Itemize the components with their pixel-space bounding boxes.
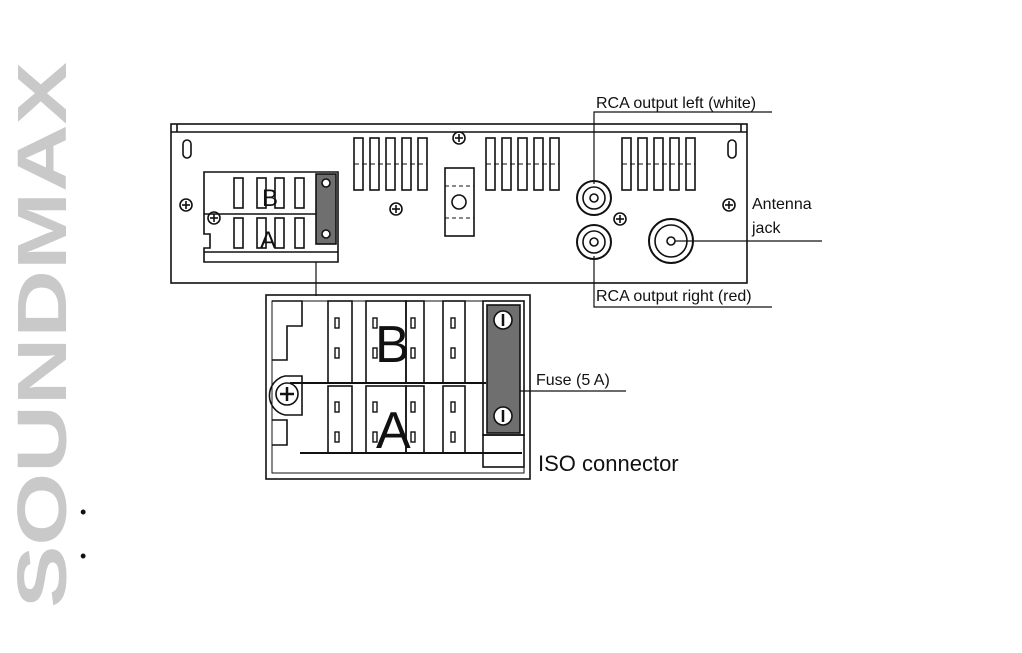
screw-icon-mid — [390, 203, 402, 215]
block-a-small-label: A — [260, 227, 276, 254]
rca-right-label: RCA output right (red) — [596, 288, 752, 306]
screw-icon-right — [723, 199, 735, 211]
screw-icon-large-connector — [269, 376, 302, 415]
block-b-large-label: B — [375, 316, 410, 374]
screw-icon-left — [180, 199, 192, 211]
rca-left-label: RCA output left (white) — [596, 95, 756, 113]
center-mount-tab — [445, 168, 474, 236]
rca-left-jack — [577, 181, 611, 215]
screw-icon-top — [453, 132, 465, 144]
leader-rca-left — [594, 112, 772, 184]
mount-slot-left — [183, 140, 191, 158]
screw-icon-rca — [614, 213, 626, 225]
fuse-label: Fuse (5 A) — [536, 372, 610, 390]
block-b-small-label: B — [262, 185, 278, 212]
bullet-1: • — [80, 502, 86, 523]
antenna-label-line2: jack — [752, 220, 780, 238]
iso-connector-label: ISO connector — [538, 451, 679, 477]
rca-right-jack — [577, 225, 611, 259]
block-a-large-label: A — [376, 402, 411, 460]
bullet-2: • — [80, 546, 86, 567]
antenna-label-line1: Antenna — [752, 196, 812, 214]
mount-slot-right — [728, 140, 736, 158]
